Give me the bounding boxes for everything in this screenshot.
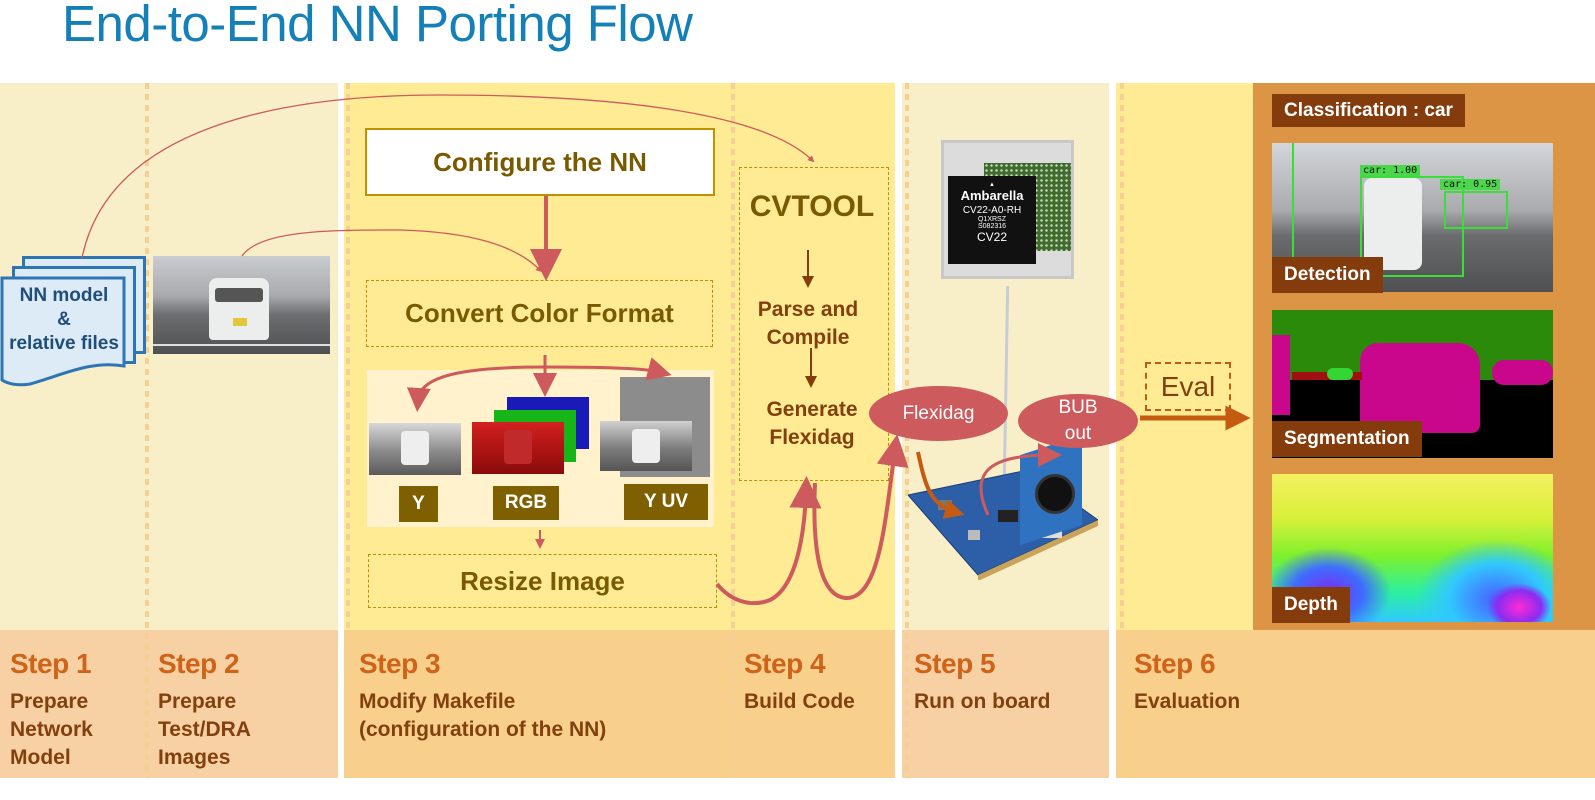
seg-region-car: [1360, 343, 1480, 433]
step-3: Step 3 Modify Makefile (configuration of…: [359, 648, 606, 744]
step-desc-line: Evaluation: [1134, 690, 1241, 713]
step-desc-line: (configuration of the NN): [359, 718, 607, 741]
resize-image-box: Resize Image: [368, 554, 717, 608]
file-label-line: NN model: [19, 285, 109, 306]
step-desc-line: Build Code: [744, 690, 855, 713]
eval-box: Eval: [1145, 362, 1231, 411]
step-1: Step 1 Prepare Network Model: [10, 648, 93, 772]
divider: [145, 83, 149, 778]
seg-region-vehicle: [1272, 335, 1290, 415]
step-4: Step 4 Build Code: [744, 648, 855, 716]
stage-line: Parse and: [757, 298, 859, 321]
step-desc: Prepare Network Model: [10, 688, 93, 772]
depth-label: Depth: [1272, 587, 1350, 623]
step-6: Step 6 Evaluation: [1134, 648, 1240, 716]
divider: [346, 83, 350, 778]
detection-tag: car: 0.95: [1440, 179, 1501, 190]
y-plane-image: [600, 421, 692, 471]
road-line: [153, 344, 330, 346]
convert-color-format-box: Convert Color Format: [366, 280, 713, 347]
car-shape: [504, 430, 532, 464]
detection-tag: car: 1.00: [1360, 165, 1421, 176]
cv22-chip-image: ▲ Ambarella CV22-A0-RH Q1XRSZ S082316 CV…: [941, 140, 1074, 279]
step-title: Step 1: [10, 648, 92, 679]
step-desc-line: Prepare: [10, 690, 89, 713]
footer-steps-3-4: [344, 630, 895, 778]
step-desc-line: Run on board: [914, 690, 1051, 713]
step-desc: Modify Makefile (configuration of the NN…: [359, 688, 606, 744]
configure-nn-box: Configure the NN: [365, 128, 715, 196]
step-desc: Prepare Test/DRA Images: [158, 688, 251, 772]
stage-line: Generate: [766, 398, 858, 421]
bub-line: BUB: [1058, 397, 1098, 418]
generate-flexidag-label: Generate Flexidag: [744, 396, 880, 452]
step-title: Step 3: [359, 648, 441, 679]
flexidag-bubble: Flexidag: [869, 386, 1008, 441]
step-title: Step 5: [914, 648, 996, 679]
format-label-y: Y: [399, 486, 438, 522]
bub-line: out: [1064, 423, 1092, 444]
classification-label: Classification : car: [1272, 94, 1465, 127]
nn-model-files-icon: [0, 276, 128, 388]
footer-step-6: [1116, 630, 1595, 778]
step-desc-line: Test/DRA: [158, 718, 251, 741]
detection-box: [1444, 191, 1508, 229]
step-title: Step 2: [158, 648, 240, 679]
car-shape: [401, 431, 429, 465]
seg-region-bush: [1327, 368, 1353, 380]
footer-steps-1-2: [0, 630, 338, 778]
parse-compile-label: Parse and Compile: [740, 296, 876, 352]
bub-out-bubble: BUB out: [1018, 394, 1138, 448]
step-title: Step 6: [1134, 648, 1216, 679]
ambarella-logo-icon: ▲: [989, 182, 995, 188]
license-plate: [233, 318, 247, 326]
detection-label: Detection: [1272, 257, 1383, 293]
segmentation-label: Segmentation: [1272, 421, 1422, 457]
divider: [731, 83, 735, 778]
footer-step-5: [902, 630, 1109, 778]
step-desc-line: Network: [10, 718, 93, 741]
step-desc-line: Model: [10, 746, 71, 769]
chip-code: S082316: [977, 223, 1007, 230]
car-window: [215, 288, 263, 302]
step-title: Step 4: [744, 648, 826, 679]
step-desc-line: Modify Makefile: [359, 690, 516, 713]
test-image-thumbnail: [153, 256, 330, 354]
page-title: End-to-End NN Porting Flow: [62, 0, 693, 52]
column-step-6: [1116, 83, 1254, 630]
y-format-image: [369, 423, 461, 475]
detection-box-edge: [1292, 143, 1294, 263]
file-label-line: &: [57, 309, 71, 330]
red-channel-image: [472, 422, 564, 474]
file-label-line: relative files: [9, 333, 119, 354]
chip-brand: Ambarella: [960, 188, 1024, 203]
format-label-yuv: Y UV: [624, 484, 708, 520]
detection-box: [1360, 176, 1464, 277]
nn-model-files-label: NN model & relative files: [2, 284, 126, 356]
step-desc-line: Prepare: [158, 690, 237, 713]
chip-part: CV22-A0-RH: [962, 205, 1022, 216]
camera-lens-icon: [1035, 474, 1075, 514]
stage-line: Compile: [766, 326, 850, 349]
seg-region-vehicle: [1492, 360, 1553, 385]
step-2: Step 2 Prepare Test/DRA Images: [158, 648, 251, 772]
step-desc-line: Images: [158, 746, 231, 769]
cvtool-label: CVTOOL: [749, 190, 875, 223]
segmentation-image: [1272, 310, 1553, 458]
car-shape: [1364, 178, 1422, 270]
stage-line: Flexidag: [769, 426, 855, 449]
chip-model: CV22: [976, 230, 1008, 244]
step-5: Step 5 Run on board: [914, 648, 1050, 716]
car-shape: [632, 429, 660, 463]
format-label-rgb: RGB: [493, 486, 559, 520]
chip-code: Q1XRSZ: [977, 216, 1006, 223]
chip-package: ▲ Ambarella CV22-A0-RH Q1XRSZ S082316 CV…: [948, 176, 1036, 264]
